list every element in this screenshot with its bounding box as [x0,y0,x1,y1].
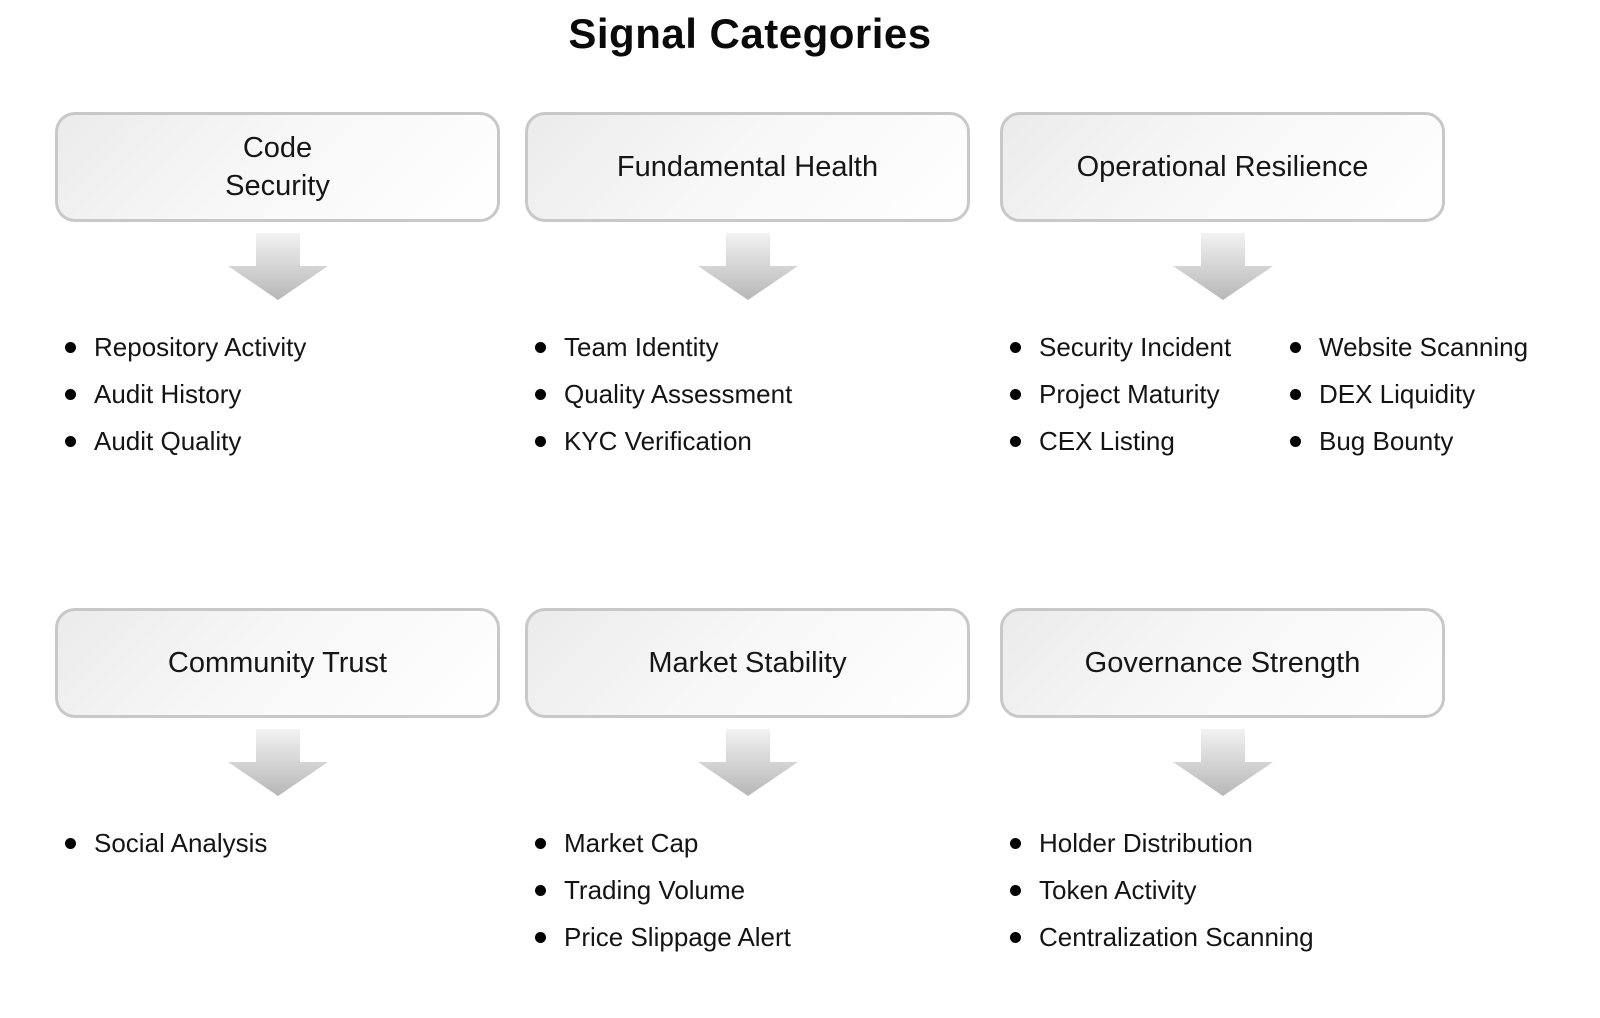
list-item: Audit History [65,371,306,418]
diagram-title: Signal Categories [568,10,932,57]
category-label: Operational Resilience [1076,150,1369,183]
item-label: Team Identity [564,332,719,362]
bullet-dot-icon [1290,389,1301,400]
bullet-dot-icon [65,838,76,849]
list-item: Centralization Scanning [1010,914,1314,961]
item-label: Audit History [94,379,242,409]
down-arrow-icon [227,233,328,300]
list-item: CEX Listing [1010,418,1280,465]
bullet-dot-icon [535,436,546,447]
item-label: Centralization Scanning [1039,922,1314,952]
category-box-market-stability: Market Stability [525,608,970,718]
category-box-community-trust: Community Trust [55,608,500,718]
list-item: Website Scanning [1290,324,1528,371]
list-item: Team Identity [535,324,792,371]
list-item: Trading Volume [535,867,791,914]
category-label: Market Stability [648,646,847,679]
category-box-code-security: Code Security [55,112,500,222]
category-group-operational-resilience: Operational Resilience Security Incident… [1000,112,1528,465]
list-item: Repository Activity [65,324,306,371]
list-item: Quality Assessment [535,371,792,418]
down-arrow-icon [1172,233,1273,300]
list-item: Holder Distribution [1010,820,1314,867]
item-label: Market Cap [564,828,699,858]
bullet-dot-icon [1010,389,1021,400]
bullet-dot-icon [1010,436,1021,447]
list-item: DEX Liquidity [1290,371,1528,418]
down-arrow-icon [697,233,798,300]
list-item: KYC Verification [535,418,792,465]
list-item: Token Activity [1010,867,1314,914]
bullet-dot-icon [65,389,76,400]
item-label: Holder Distribution [1039,828,1253,858]
bullet-dot-icon [1010,838,1021,849]
item-label: Bug Bounty [1319,426,1454,456]
down-arrow-icon [227,729,328,796]
item-label: CEX Listing [1039,426,1175,456]
bullet-dot-icon [535,885,546,896]
item-label: KYC Verification [564,426,752,456]
bullet-dot-icon [1010,932,1021,943]
category-label: Code Security [225,131,330,202]
category-label: Fundamental Health [616,150,879,183]
category-group-community-trust: Community Trust Social Analysis [55,608,500,867]
item-label: Website Scanning [1319,332,1529,362]
bullet-dot-icon [65,436,76,447]
bullet-dot-icon [535,389,546,400]
list-item: Social Analysis [65,820,267,867]
category-box-governance-strength: Governance Strength [1000,608,1445,718]
list-item: Project Maturity [1010,371,1280,418]
list-item: Price Slippage Alert [535,914,791,961]
category-label: Community Trust [167,646,388,679]
item-label: DEX Liquidity [1319,379,1476,409]
item-label: Price Slippage Alert [564,922,791,952]
item-label: Token Activity [1039,875,1197,905]
bullet-dot-icon [535,342,546,353]
item-label: Social Analysis [94,828,268,858]
category-box-operational-resilience: Operational Resilience [1000,112,1445,222]
bullet-list: Social Analysis [55,820,267,867]
item-label: Project Maturity [1039,379,1220,409]
category-label: Governance Strength [1084,646,1361,679]
down-arrow-icon [697,729,798,796]
bullet-dot-icon [1290,436,1301,447]
category-box-fundamental-health: Fundamental Health [525,112,970,222]
list-item: Audit Quality [65,418,306,465]
down-arrow-icon [1172,729,1273,796]
item-label: Quality Assessment [564,379,793,409]
list-item: Security Incident [1010,324,1280,371]
bullet-dot-icon [535,838,546,849]
item-label: Repository Activity [94,332,307,362]
bullet-dot-icon [1010,342,1021,353]
list-item: Bug Bounty [1290,418,1528,465]
list-item: Market Cap [535,820,791,867]
item-label: Security Incident [1039,332,1232,362]
item-label: Trading Volume [564,875,746,905]
bullet-dot-icon [1290,342,1301,353]
bullet-dot-icon [65,342,76,353]
bullet-dot-icon [535,932,546,943]
item-lists: Social Analysis [55,820,500,867]
item-label: Audit Quality [94,426,242,456]
bullet-dot-icon [1010,885,1021,896]
